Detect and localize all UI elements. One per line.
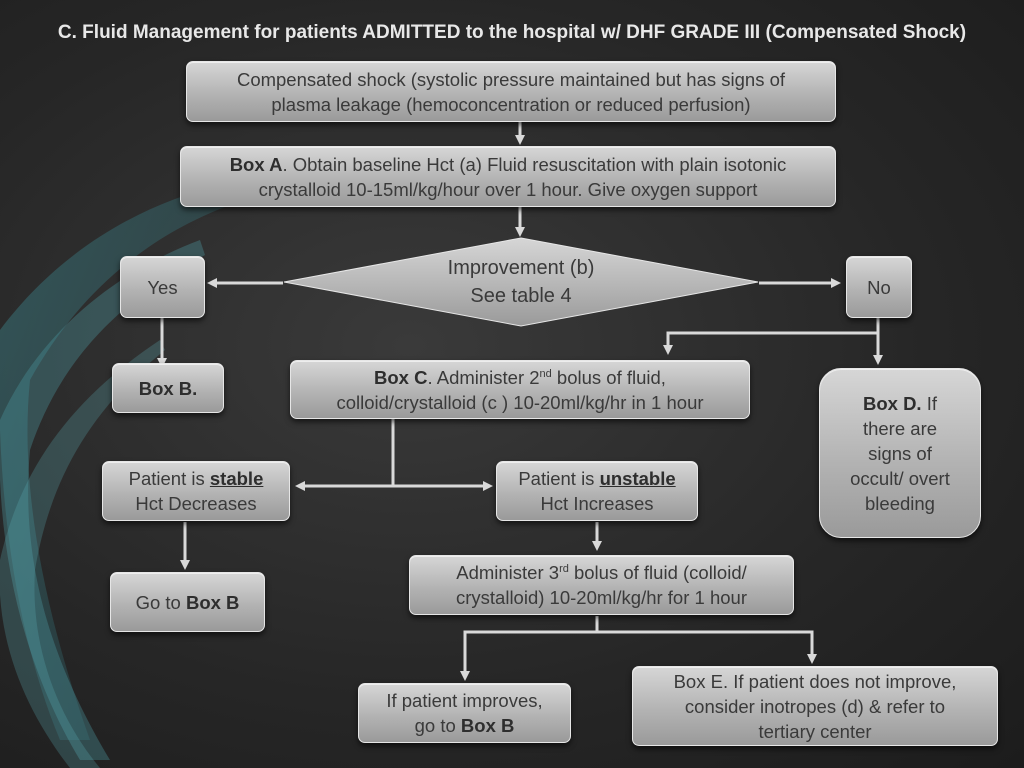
box-d-line1: If <box>921 392 937 414</box>
third-bolus-line2: crystalloid) 10-20ml/kg/hr for 1 hour <box>456 587 747 608</box>
box-b: Box B. <box>112 363 224 413</box>
improves-line2-prefix: go to <box>414 715 461 736</box>
unstable-box: Patient is unstable Hct Increases <box>496 461 698 521</box>
box-e: Box E. If patient does not improve, cons… <box>632 666 998 746</box>
compensated-shock-box: Compensated shock (systolic pressure mai… <box>186 61 836 122</box>
box-d-line2: there are <box>862 417 938 439</box>
unstable-keyword: unstable <box>599 468 676 489</box>
goto-label: Box B <box>185 591 240 613</box>
goto-prefix: Go to <box>135 591 186 613</box>
box-d-label: Box D. <box>862 392 922 414</box>
box-c: Box C. Administer 2nd bolus of fluid, co… <box>290 360 750 419</box>
box-c-label: Box C <box>374 366 428 388</box>
compensated-shock-line2: plasma leakage (hemoconcentration or red… <box>271 93 751 115</box>
stable-box: Patient is stable Hct Decreases <box>102 461 290 521</box>
improvement-decision-diamond: Improvement (b) See table 4 <box>283 237 759 327</box>
box-d: Box D. If there are signs of occult/ ove… <box>819 368 981 538</box>
box-b-label: Box B. <box>138 377 198 399</box>
third-bolus-line1b: bolus of fluid (colloid/ <box>568 562 747 583</box>
no-label: No <box>867 276 891 298</box>
box-c-line2: colloid/crystalloid (c ) 10-20ml/kg/hr i… <box>336 391 704 413</box>
box-c-line1a: . Administer 2 <box>427 366 540 388</box>
box-a-line2: crystalloid 10-15ml/kg/hour over 1 hour.… <box>258 178 758 200</box>
improvement-line1: Improvement (b) <box>447 257 595 279</box>
third-bolus-box: Administer 3rd bolus of fluid (colloid/ … <box>409 555 794 615</box>
improves-line2-label: Box B <box>460 715 515 736</box>
unstable-prefix: Patient is <box>518 468 600 489</box>
compensated-shock-line1: Compensated shock (systolic pressure mai… <box>236 68 786 90</box>
box-a-label: Box A <box>229 153 283 175</box>
page-title: C. Fluid Management for patients ADMITTE… <box>57 22 967 43</box>
yes-box: Yes <box>120 256 205 318</box>
box-a: Box A. Obtain baseline Hct (a) Fluid res… <box>180 146 836 207</box>
box-d-line3: signs of <box>868 442 932 464</box>
stable-line2: Hct Decreases <box>135 493 257 514</box>
box-d-line4: occult/ overt <box>850 467 950 489</box>
improves-line1: If patient improves, <box>386 690 543 711</box>
box-d-line5: bleeding <box>865 492 935 514</box>
no-box: No <box>846 256 912 318</box>
third-bolus-line1a: Administer 3 <box>456 562 560 583</box>
improvement-line2: See table 4 <box>470 285 572 307</box>
unstable-line2: Hct Increases <box>540 493 654 514</box>
third-bolus-sup: rd <box>559 562 569 575</box>
box-e-line2: consider inotropes (d) & refer to <box>684 695 946 717</box>
stable-prefix: Patient is <box>128 468 210 489</box>
yes-label: Yes <box>147 276 178 298</box>
stable-keyword: stable <box>209 468 264 489</box>
patient-improves-box: If patient improves, go to Box B <box>358 683 571 743</box>
box-e-line1: Box E. If patient does not improve, <box>673 670 957 692</box>
box-c-line1b: bolus of fluid, <box>551 366 666 388</box>
goto-box-b: Go to Box B <box>110 572 265 632</box>
box-e-line3: tertiary center <box>758 720 872 742</box>
box-a-line1: . Obtain baseline Hct (a) Fluid resuscit… <box>282 153 787 175</box>
box-c-sup: nd <box>539 367 552 380</box>
